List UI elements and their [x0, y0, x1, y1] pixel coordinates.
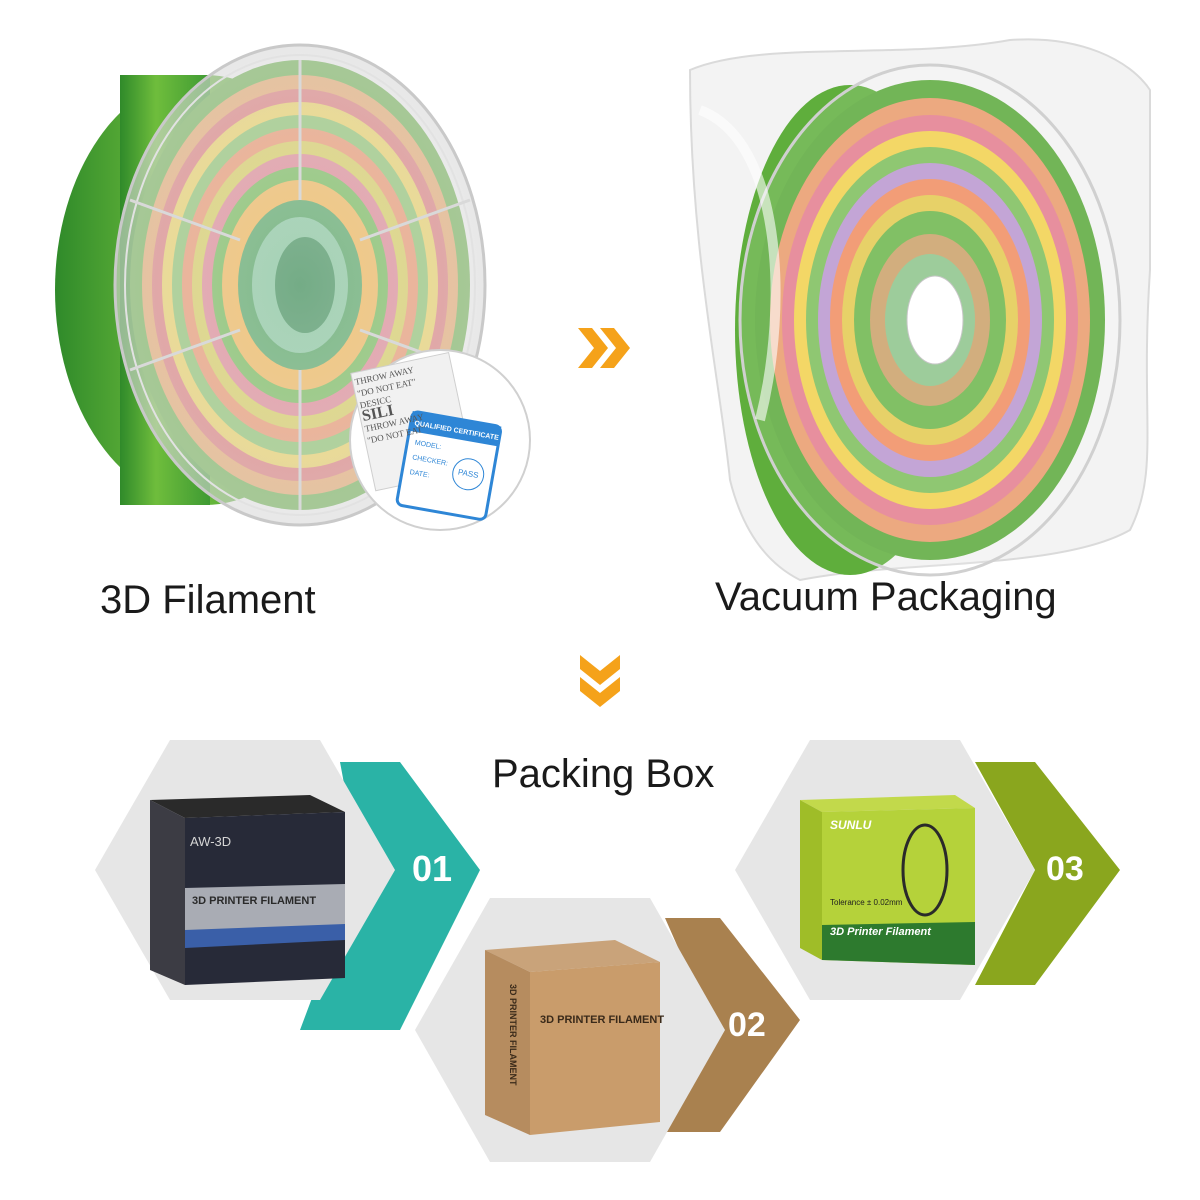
sunlu-title: 3D Printer Filament: [830, 926, 931, 938]
sunlu-tolerance: Tolerance ± 0.02mm: [830, 898, 903, 907]
kraft-box-front-title: 3D PRINTER FILAMENT: [540, 1014, 665, 1026]
step-01-number: 01: [412, 848, 453, 889]
sunlu-brand: SUNLU: [830, 818, 872, 832]
step-02-number: 02: [728, 1006, 766, 1044]
chevron-down-icon: [580, 655, 620, 707]
filament-caption: 3D Filament: [100, 578, 316, 622]
aw3d-title: 3D PRINTER FILAMENT: [192, 895, 317, 907]
aw3d-brand: AW-3D: [190, 834, 232, 849]
step-03-number: 03: [1046, 850, 1084, 888]
packing-box-caption: Packing Box: [492, 752, 715, 796]
vacuum-caption: Vacuum Packaging: [715, 575, 1057, 619]
chevron-right-icon: [578, 328, 630, 368]
